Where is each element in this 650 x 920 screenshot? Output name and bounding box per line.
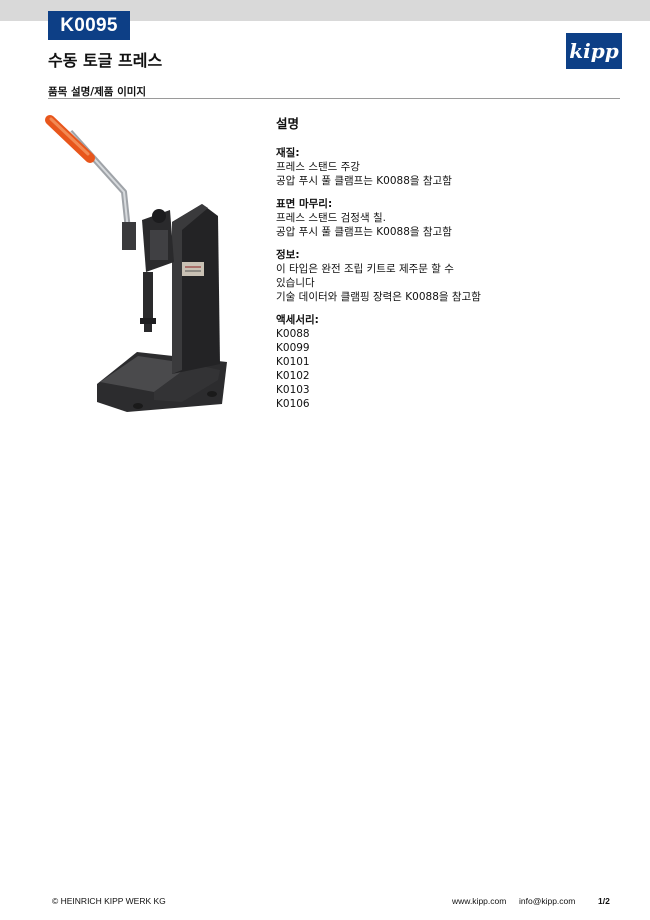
accessory-item: K0106	[276, 398, 310, 410]
info-group: 정보: 이 타입은 완전 조립 키트로 제주문 할 수 있습니다 기술 데이터와…	[276, 248, 616, 304]
group-title: 정보:	[276, 249, 300, 261]
page-number: 1/2	[598, 896, 610, 906]
accessory-item: K0102	[276, 370, 310, 382]
accessories-group: 액세서리: K0088 K0099 K0101 K0102 K0103 K010…	[276, 313, 616, 411]
description-block: 설명 재질: 프레스 스탠드 주강 공압 푸시 풀 클램프는 K0088을 참고…	[276, 113, 616, 420]
group-title: 액세서리:	[276, 314, 319, 326]
accessory-item: K0101	[276, 356, 310, 368]
accessory-item: K0103	[276, 384, 310, 396]
kipp-logo: kipp	[566, 33, 622, 69]
group-line: 있습니다	[276, 277, 315, 289]
accessory-item: K0088	[276, 328, 310, 340]
description-heading: 설명	[276, 116, 300, 131]
footer-copyright: © HEINRICH KIPP WERK KG	[52, 896, 166, 906]
material-group: 재질: 프레스 스탠드 주강 공압 푸시 풀 클램프는 K0088을 참고함	[276, 146, 616, 188]
surface-finish-group: 표면 마무리: 프레스 스탠드 검정색 칠. 공압 푸시 풀 클램프는 K008…	[276, 197, 616, 239]
group-title: 재질:	[276, 147, 300, 159]
svg-text:kipp: kipp	[569, 39, 618, 63]
group-title: 표면 마무리:	[276, 198, 333, 210]
top-bar	[0, 0, 650, 21]
section-divider	[48, 98, 620, 99]
group-line: 공압 푸시 풀 클램프는 K0088을 참고함	[276, 175, 452, 187]
footer-website-link[interactable]: www.kipp.com	[452, 896, 507, 906]
product-code-badge: K0095	[48, 11, 130, 40]
toggle-press-image	[45, 115, 227, 412]
group-line: 이 타입은 완전 조립 키트로 제주문 할 수	[276, 263, 454, 275]
group-line: 프레스 스탠드 주강	[276, 161, 360, 173]
page-title: 수동 토글 프레스	[48, 51, 163, 70]
group-line: 공압 푸시 풀 클램프는 K0088을 참고함	[276, 226, 452, 238]
group-line: 기술 데이터와 클램핑 장력은 K0088을 참고함	[276, 291, 481, 303]
footer-email-link[interactable]: info@kipp.com	[519, 896, 576, 906]
accessory-item: K0099	[276, 342, 310, 354]
section-label: 품목 설명/제품 이미지	[48, 86, 147, 98]
group-line: 프레스 스탠드 검정색 칠.	[276, 212, 386, 224]
